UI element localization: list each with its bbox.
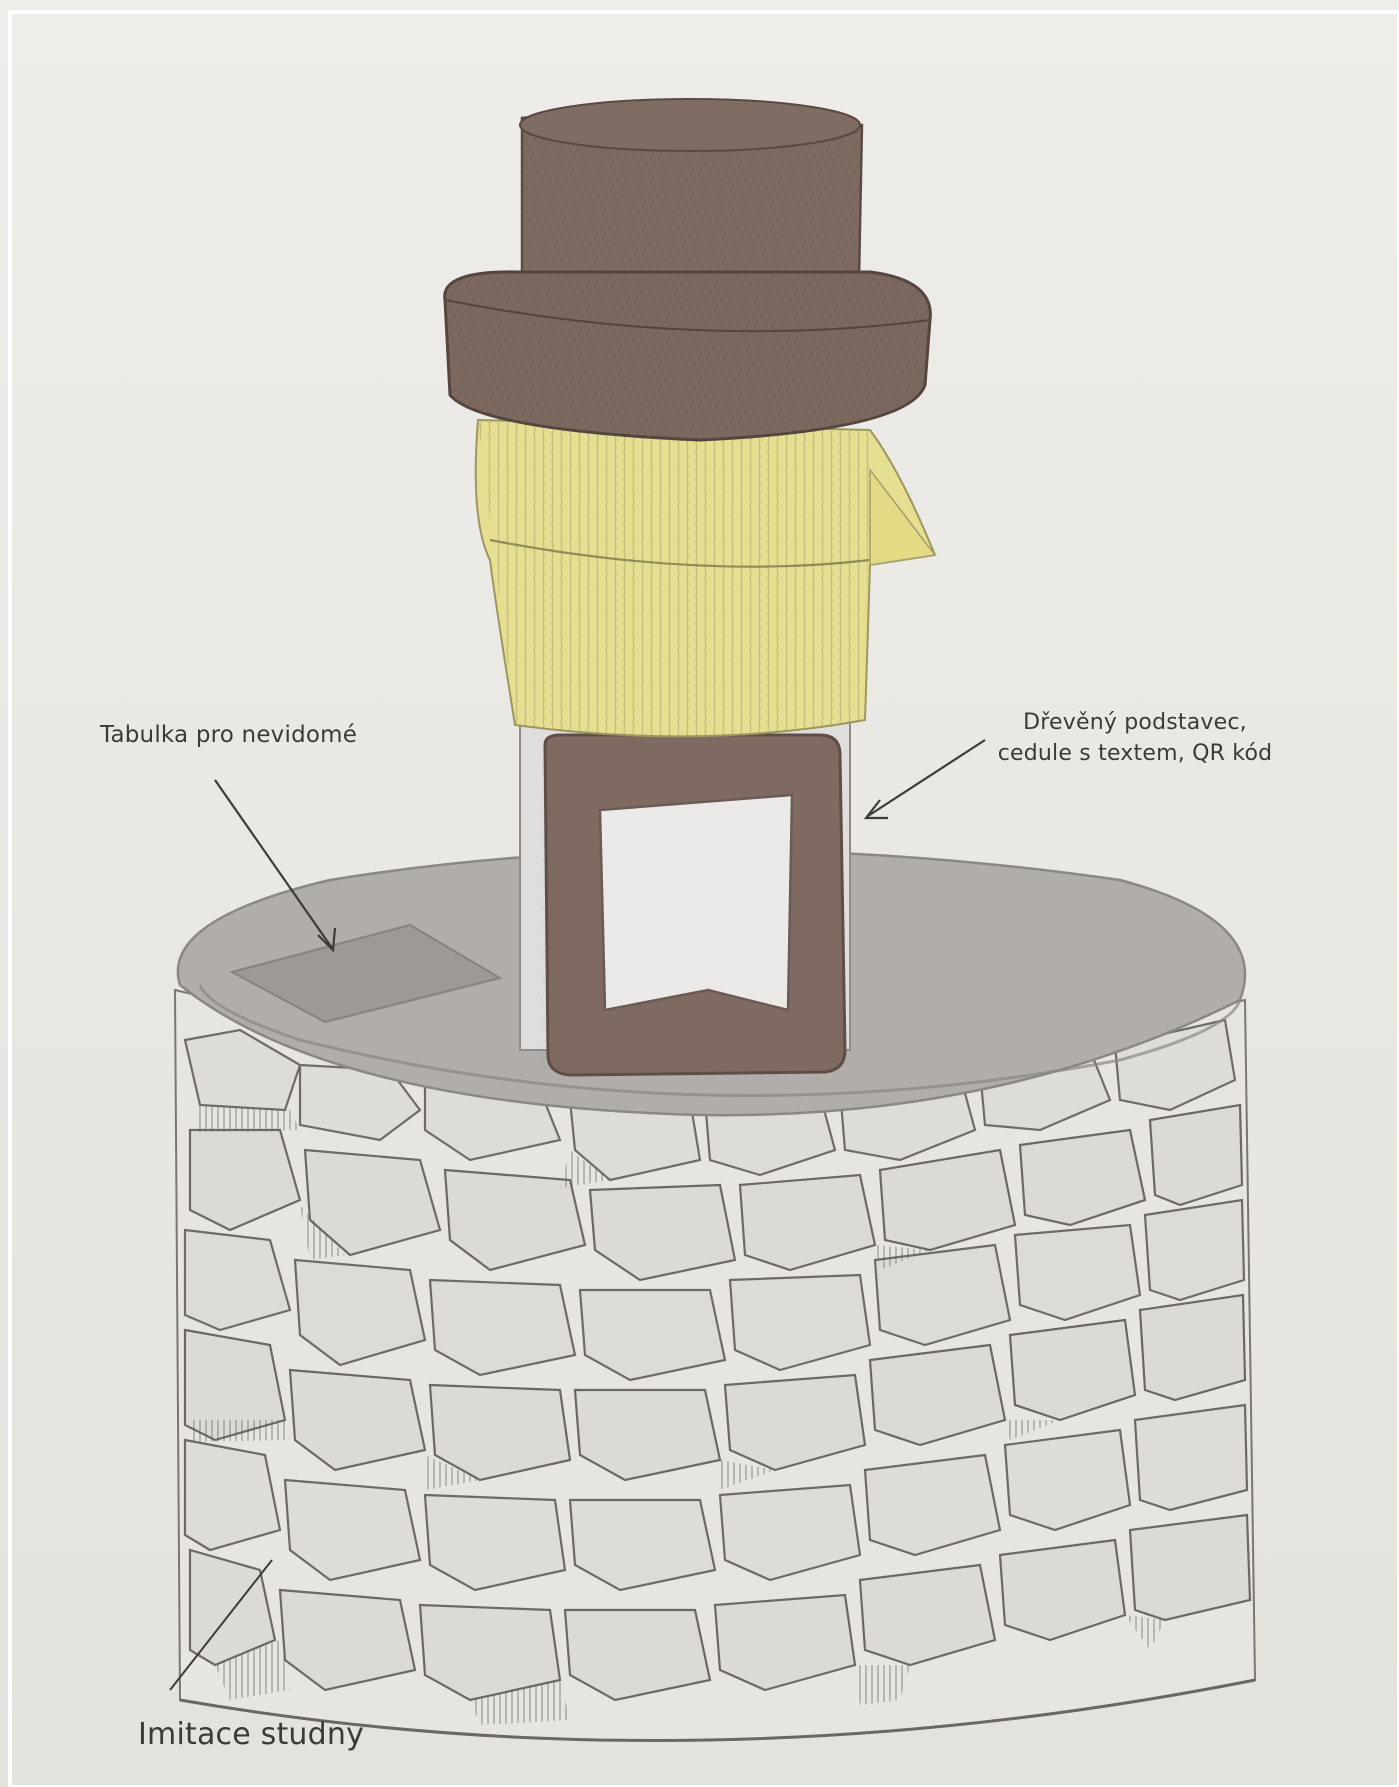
annotation-stand-line2: cedule s textem, QR kód xyxy=(975,738,1295,769)
annotation-stand: Dřevěný podstavec, cedule s textem, QR k… xyxy=(975,707,1295,769)
text-sign xyxy=(600,795,792,1010)
annotation-well: Imitace studny xyxy=(138,1717,364,1752)
annotation-blind-plaque: Tabulka pro nevidomé xyxy=(100,722,357,748)
annotation-stand-line1: Dřevěný podstavec, xyxy=(975,707,1295,738)
yellow-band xyxy=(476,420,935,736)
